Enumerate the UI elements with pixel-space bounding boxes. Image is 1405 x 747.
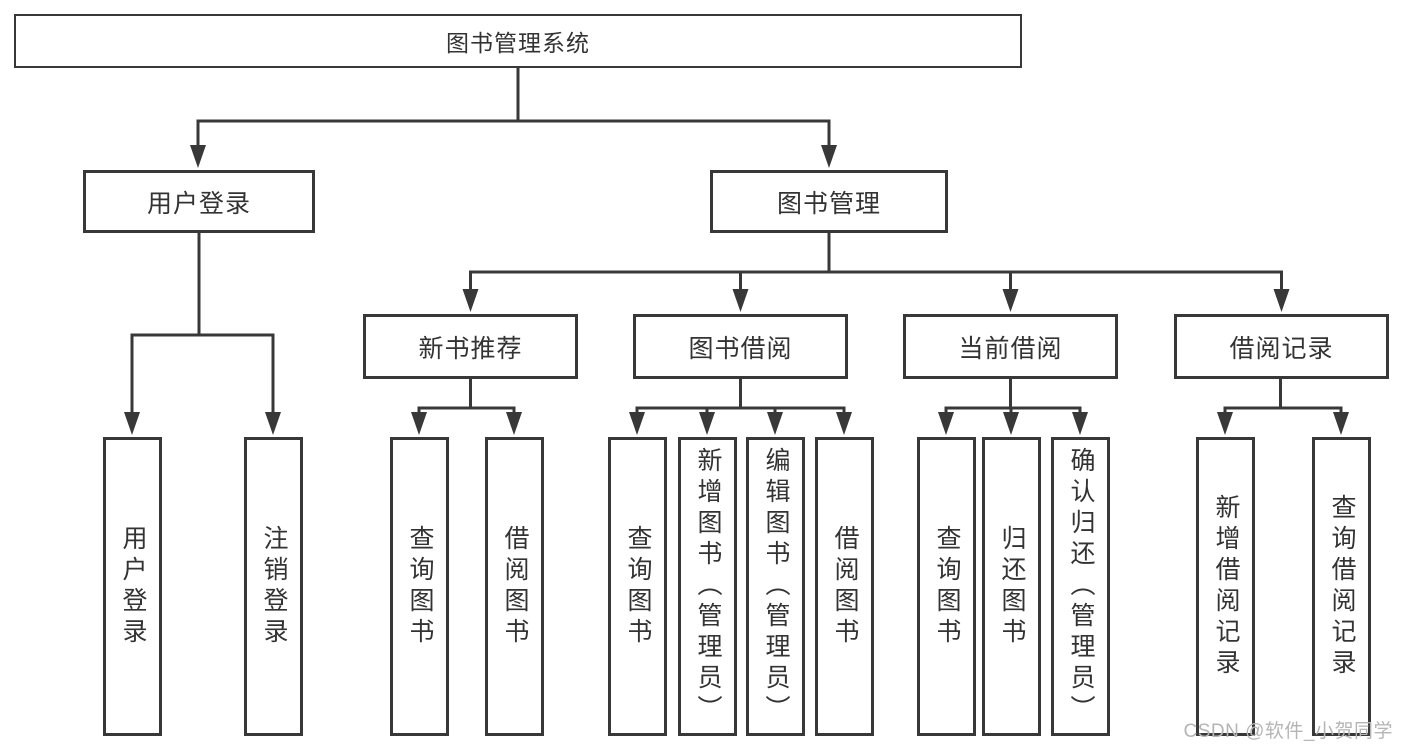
leaf-label: 编辑图书（管理员） [762,447,790,726]
leaf-query-borrow-record: 查询借阅记录 [1312,437,1371,736]
node-book-borrow: 图书借阅 [633,314,848,379]
leaf-label: 查询图书 [624,524,652,649]
node-current-borrow-label: 当前借阅 [958,334,1063,363]
leaf-label: 新增图书（管理员） [694,447,722,726]
leaf-label: 新增借阅记录 [1212,493,1240,680]
leaf-label: 注销登录 [260,524,288,649]
leaf-label: 归还图书 [998,524,1026,649]
leaf-borrow-books: 借阅图书 [815,437,874,736]
leaf-confirm-return-admin: 确认归还（管理员） [1051,437,1110,736]
node-root-label: 图书管理系统 [446,30,590,56]
node-new-book-recommend: 新书推荐 [363,314,578,379]
leaf-query-books: 查询图书 [917,437,976,736]
leaf-label: 查询图书 [933,524,961,649]
node-current-borrow: 当前借阅 [903,314,1118,379]
node-user-login-label: 用户登录 [146,189,251,218]
leaf-label: 借阅图书 [501,524,529,649]
leaf-label: 查询借阅记录 [1328,493,1356,680]
leaf-query-books: 查询图书 [608,437,667,736]
node-book-management-label: 图书管理 [776,189,881,218]
leaf-user-login: 用户登录 [103,437,162,736]
node-book-management: 图书管理 [710,170,948,233]
leaf-add-books-admin: 新增图书（管理员） [678,437,737,736]
leaf-add-borrow-record: 新增借阅记录 [1196,437,1255,736]
node-user-login: 用户登录 [83,170,315,233]
node-borrow-records-label: 借阅记录 [1229,334,1334,363]
node-new-book-recommend-label: 新书推荐 [418,334,523,363]
node-book-borrow-label: 图书借阅 [688,334,793,363]
node-root: 图书管理系统 [14,14,1022,68]
leaf-label: 借阅图书 [831,524,859,649]
leaf-query-books: 查询图书 [390,437,449,736]
leaf-edit-books-admin: 编辑图书（管理员） [746,437,805,736]
leaf-label: 查询图书 [406,524,434,649]
leaf-label: 确认归还（管理员） [1067,447,1095,726]
node-borrow-records: 借阅记录 [1174,314,1389,379]
leaf-label: 用户登录 [119,524,147,649]
leaf-return-books: 归还图书 [982,437,1041,736]
leaf-logout: 注销登录 [244,437,303,736]
leaf-borrow-books: 借阅图书 [485,437,544,736]
watermark: CSDN @软件_小贺同学 [1183,721,1393,742]
